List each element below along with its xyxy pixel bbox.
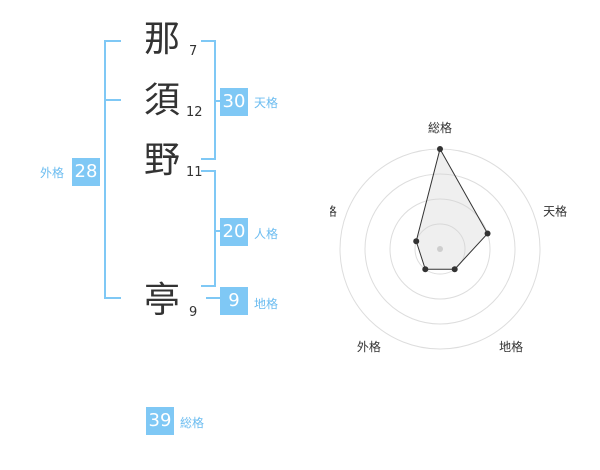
tenkaku-score-badge: 30 (220, 88, 248, 116)
radar-point-4 (422, 266, 429, 273)
radar-ring-2 (389, 198, 491, 300)
gaikaku-bracket (104, 40, 121, 299)
radar-ring-3 (364, 173, 516, 325)
radar-label-2: 天格 (543, 204, 567, 219)
stroke-count-4: 9 (189, 305, 198, 320)
radar-label-1: 総格 (428, 120, 452, 135)
stroke-count-2: 12 (186, 105, 203, 120)
radar-point-5 (413, 238, 420, 245)
radar-label-5: 人格 (330, 204, 337, 219)
gaikaku-bracket-mid-tick (104, 99, 121, 101)
soukaku-score-badge: 39 (146, 407, 174, 435)
radar-point-3 (451, 266, 458, 273)
chikaku-score-badge: 9 (220, 287, 248, 315)
jinkaku-bracket-tick (214, 230, 222, 232)
tenkaku-bracket-tick (214, 100, 222, 102)
radar-data-polygon (415, 147, 489, 270)
chikaku-bracket-tick (206, 297, 222, 299)
soukaku-label: 総格 (180, 416, 205, 430)
name-char-1: 那 (143, 19, 180, 60)
radar-point-2 (484, 230, 491, 237)
jinkaku-score-badge: 20 (220, 218, 248, 246)
name-char-4: 亭 (143, 280, 180, 321)
radar-center-dot (437, 246, 443, 252)
radar-ring-1 (414, 223, 466, 275)
radar-label-4: 外格 (357, 339, 381, 354)
tenkaku-label: 天格 (254, 96, 279, 110)
gaikaku-score-badge: 28 (72, 158, 100, 186)
stroke-count-3: 11 (186, 165, 203, 180)
name-char-2: 須 (143, 80, 180, 121)
stroke-count-1: 7 (189, 44, 198, 59)
gaikaku-label: 外格 (40, 166, 65, 180)
chikaku-label: 地格 (254, 297, 279, 311)
radar-point-1 (437, 146, 443, 152)
name-char-3: 野 (143, 140, 180, 181)
radar-label-3: 地格 (499, 339, 523, 354)
radar-data-points (413, 146, 491, 273)
jinkaku-label: 人格 (254, 227, 279, 241)
jinkaku-bracket (201, 170, 216, 287)
